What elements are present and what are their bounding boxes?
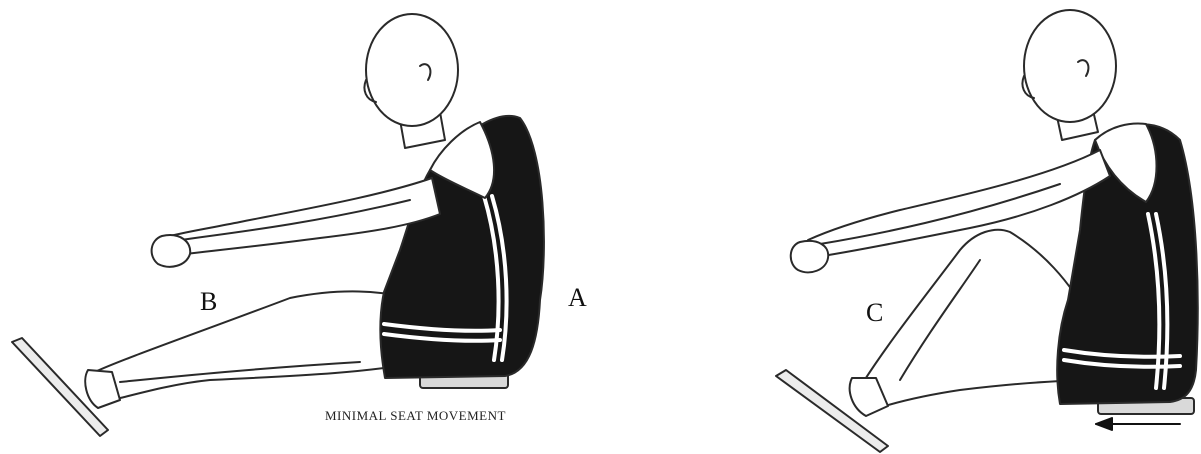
head-left: [366, 14, 458, 126]
caption-minimal-seat-movement: MINIMAL SEAT MOVEMENT: [325, 408, 506, 424]
rower-figure-right: [776, 10, 1198, 452]
label-b: B: [200, 287, 217, 317]
label-a: A: [568, 283, 587, 313]
fists-right: [791, 241, 828, 272]
arms-right: [808, 150, 1110, 258]
rower-figure-left: [12, 14, 544, 436]
fists-left: [152, 235, 191, 267]
arms-left: [168, 178, 440, 256]
head-right: [1024, 10, 1116, 122]
label-c: C: [866, 298, 883, 328]
legs-left: [92, 291, 430, 401]
